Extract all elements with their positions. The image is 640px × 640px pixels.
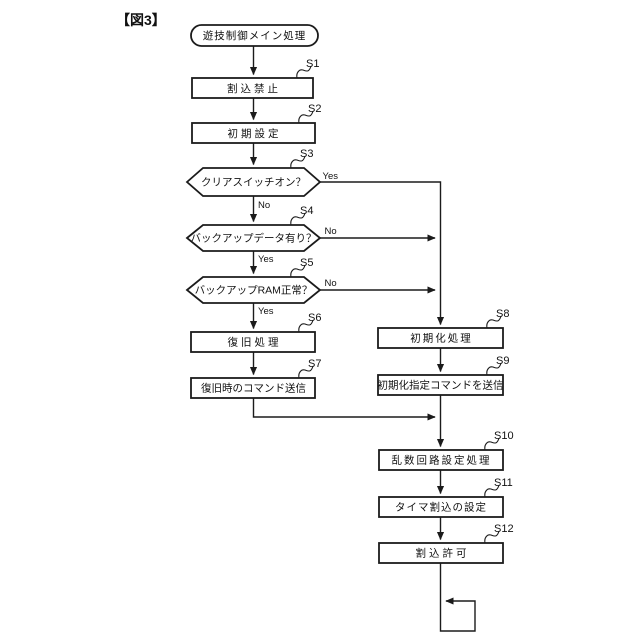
s11-step-number: S11 — [494, 477, 513, 489]
node-s12: 割込許可 — [378, 542, 504, 564]
node-start: 遊技制御メイン処理 — [190, 24, 319, 47]
s10-step-number: S10 — [494, 430, 514, 442]
edge-s12-loop — [439, 563, 476, 632]
s12-label: 割込許可 — [416, 547, 470, 560]
edges — [249, 46, 476, 632]
s4-step-number: S4 — [300, 205, 313, 217]
s4-yes-label: Yes — [258, 254, 274, 265]
node-s8: 初期化処理 — [377, 327, 504, 349]
s4-decision-shape — [185, 224, 322, 252]
s9-step-number: S9 — [496, 355, 509, 367]
node-s10: 乱数回路設定処理 — [378, 449, 504, 471]
step-callouts: S1 S2 S3 S4 S5 S6 S7 S8 S9 S10 S11 S12 — [290, 58, 514, 544]
start-terminator-shape — [190, 24, 319, 47]
s2-callout-curve — [298, 110, 314, 124]
s3-callout-curve — [290, 155, 306, 169]
s5-callout-curve — [290, 264, 306, 278]
s2-process-shape — [191, 122, 316, 144]
s1-process-shape — [191, 77, 314, 99]
s10-label: 乱数回路設定処理 — [392, 454, 492, 467]
s6-step-number: S6 — [308, 312, 321, 324]
s12-step-number: S12 — [494, 523, 514, 535]
s6-label: 復旧処理 — [228, 336, 282, 349]
node-s11: タイマ割込の設定 — [378, 496, 504, 518]
s5-label: バックアップRAM正常？ — [195, 284, 313, 297]
node-s4: バックアップデータ有り？ — [185, 224, 322, 252]
s2-label: 初期設定 — [228, 127, 282, 140]
s8-label: 初期化処理 — [410, 332, 473, 345]
s3-no-label: No — [258, 200, 270, 211]
node-s2: 初期設定 — [191, 122, 316, 144]
s12-callout-curve — [484, 530, 500, 544]
s6-callout-curve — [298, 319, 314, 333]
s4-callout-curve — [290, 212, 306, 226]
s3-step-number: S3 — [300, 148, 313, 160]
edge-s3-yes-to-s8 — [320, 181, 445, 326]
edge-s7-to-trunk — [252, 398, 436, 421]
s3-decision-shape — [185, 167, 322, 197]
s4-label: バックアップデータ有り？ — [191, 232, 317, 245]
node-s9: 初期化指定コマンドを送信 — [377, 374, 504, 396]
s3-yes-label: Yes — [323, 171, 339, 182]
s12-process-shape — [378, 542, 504, 564]
s11-label: タイマ割込の設定 — [395, 501, 487, 514]
branch-labels: Yes No No Yes No Yes — [258, 171, 338, 317]
s9-process-shape — [377, 374, 504, 396]
s1-label: 割込禁止 — [227, 82, 281, 95]
start-label: 遊技制御メイン処理 — [203, 29, 307, 42]
s8-process-shape — [377, 327, 504, 349]
s1-step-number: S1 — [306, 58, 319, 70]
s11-process-shape — [378, 496, 504, 518]
s3-label: クリアスイッチオン？ — [201, 177, 306, 189]
s11-callout-curve — [484, 484, 500, 498]
s7-callout-curve — [298, 365, 314, 379]
node-s1: 割込禁止 — [191, 77, 314, 99]
s7-step-number: S7 — [308, 358, 321, 370]
s5-step-number: S5 — [300, 257, 313, 269]
s5-yes-label: Yes — [258, 306, 274, 317]
figure-label: 【図3】 — [116, 12, 166, 28]
s10-process-shape — [378, 449, 504, 471]
s10-callout-curve — [484, 437, 500, 451]
s8-callout-curve — [486, 315, 502, 329]
s9-label: 初期化指定コマンドを送信 — [378, 379, 504, 392]
s5-decision-shape — [185, 276, 322, 304]
node-s6: 復旧処理 — [190, 331, 316, 353]
s9-callout-curve — [486, 362, 502, 376]
s1-callout-curve — [296, 65, 312, 79]
node-s5: バックアップRAM正常？ — [185, 276, 322, 304]
s2-step-number: S2 — [308, 103, 321, 115]
s8-step-number: S8 — [496, 308, 509, 320]
s6-process-shape — [190, 331, 316, 353]
s5-no-label: No — [325, 278, 337, 289]
s4-no-label: No — [325, 226, 337, 237]
node-s3: クリアスイッチオン？ — [185, 167, 322, 197]
s7-process-shape — [190, 377, 316, 399]
node-s7: 復旧時のコマンド送信 — [190, 377, 316, 399]
s7-label: 復旧時のコマンド送信 — [201, 382, 306, 395]
